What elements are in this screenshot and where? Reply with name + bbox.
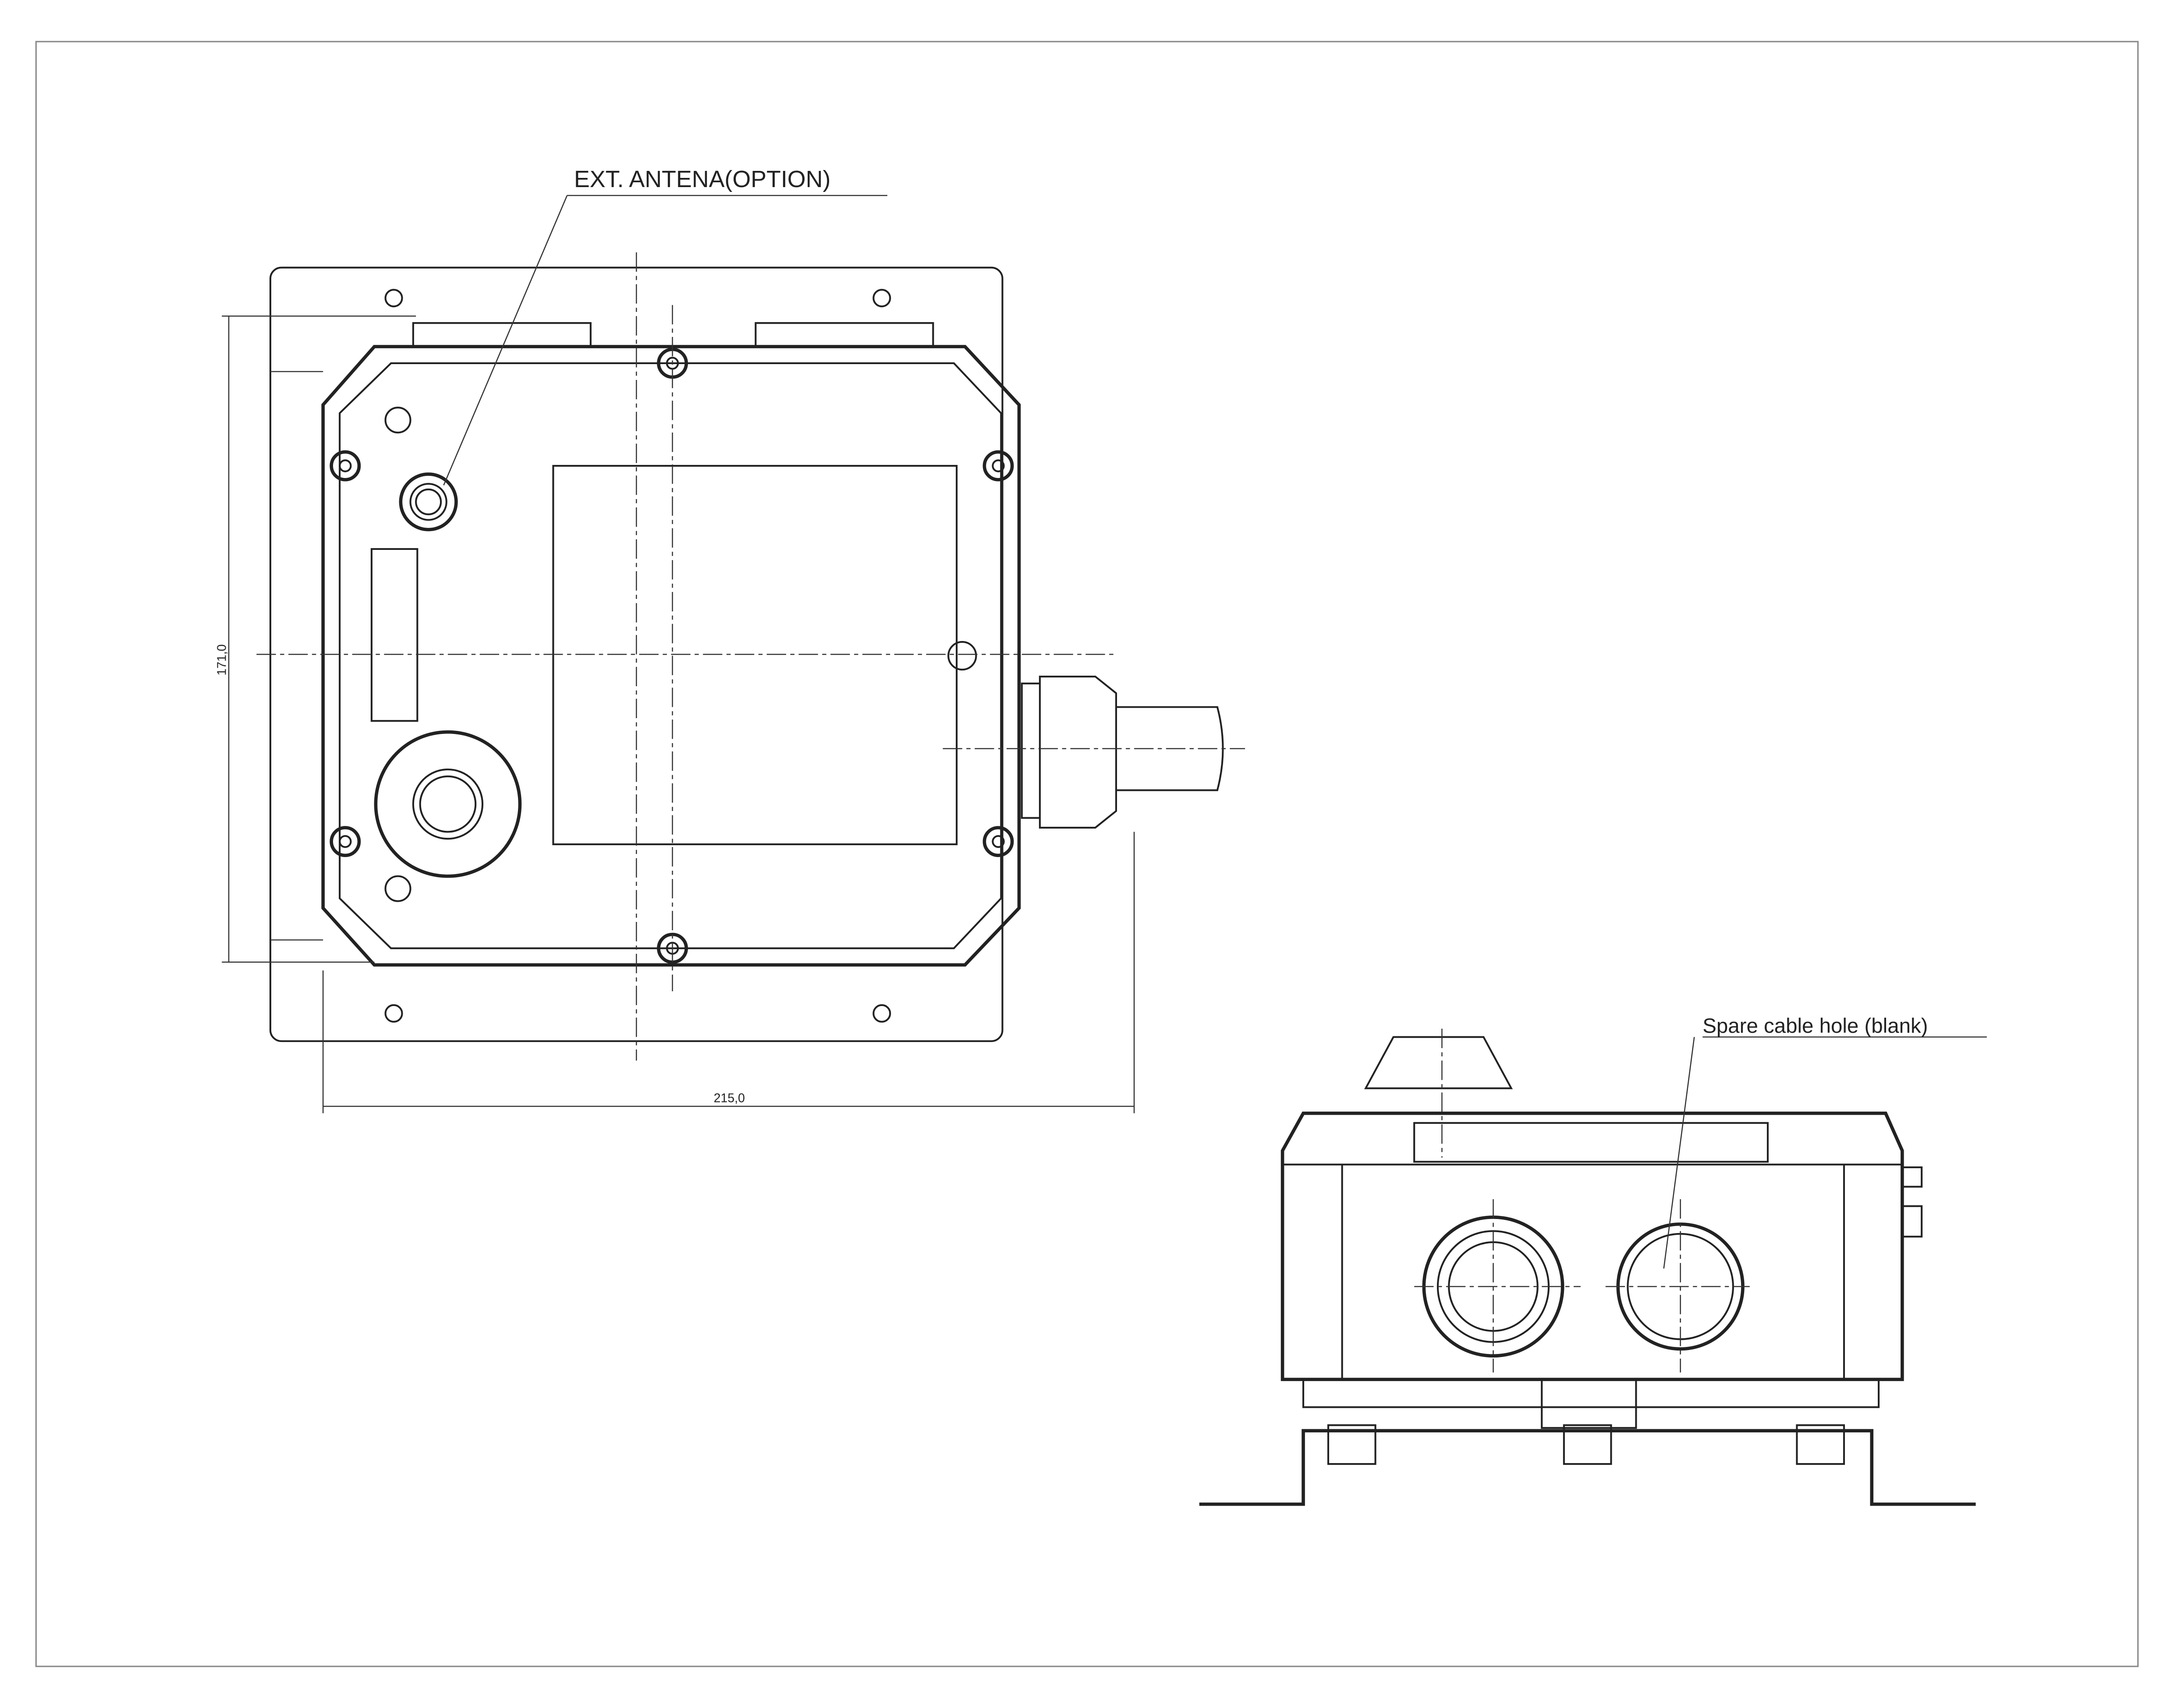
side-view: Spare cable hole (blank) <box>1199 1014 1987 1506</box>
height-dimension: 171,0 <box>215 644 229 675</box>
side-gland <box>1021 675 1117 829</box>
width-dimension: 215,0 <box>714 1091 745 1105</box>
enclosure-outline <box>321 345 1021 967</box>
front-view: 171,0 215,0 EXT. ANTENA(OPTION) <box>215 166 1245 1113</box>
antenna-port <box>399 472 458 532</box>
antenna-cap <box>1364 1036 1513 1089</box>
spare-hole-label: Spare cable hole (blank) <box>1702 1014 1928 1038</box>
drawing-border <box>35 41 2139 1667</box>
mounting-bracket <box>1199 1429 1976 1506</box>
antenna-label: EXT. ANTENA(OPTION) <box>574 166 831 192</box>
hinge-tabs <box>412 322 934 347</box>
label-plate <box>370 548 418 722</box>
screw-holes <box>330 289 1014 1023</box>
display-window <box>552 465 958 845</box>
enclosure-side <box>1280 1111 1904 1381</box>
cable-gland-front <box>374 730 522 878</box>
